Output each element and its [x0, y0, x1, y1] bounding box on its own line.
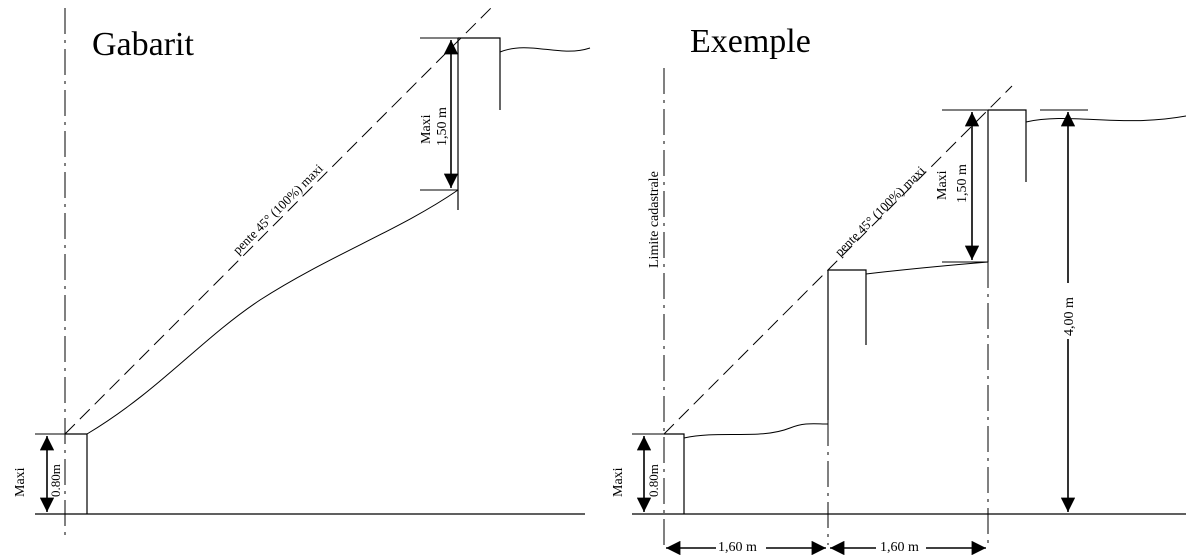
- boundary-label: Limite cadastrale: [647, 171, 662, 268]
- left-bottom-dim-prefix: Maxi: [13, 467, 28, 497]
- gabarit-title: Gabarit: [92, 26, 195, 63]
- gabarit-panel: Gabarit pente 45° (100%) maxi Maxi 1,50 …: [13, 3, 591, 538]
- right-bottom-dim-value: 0.80m: [646, 464, 661, 497]
- right-top-dim-prefix: Maxi: [935, 170, 950, 200]
- left-terrain-curve: [86, 189, 459, 435]
- right-slope-label: pente 45° (100%) maxi: [832, 163, 928, 259]
- width-dim-1-label-bg: [716, 538, 766, 552]
- left-bottom-dim-value: 0.80m: [48, 464, 63, 497]
- height-dim-label-bg: [1058, 283, 1078, 339]
- left-top-dim-value: 1,50 m: [435, 107, 450, 146]
- left-low-wall: [65, 433, 88, 514]
- right-slope-line: [663, 85, 1013, 435]
- right-low-wall: [664, 433, 685, 514]
- left-slope-label: pente 45° (100%) maxi: [230, 161, 326, 257]
- left-upper-wall-top: [458, 37, 501, 110]
- height-dim-value: 4,00 m: [1062, 297, 1077, 336]
- middle-wall-top: [828, 269, 867, 345]
- exemple-title: Exemple: [690, 23, 811, 60]
- width-dim-1-value: 1,60 m: [718, 540, 757, 555]
- width-dim-2-label-bg: [876, 538, 926, 552]
- left-upper-terrain: [499, 47, 591, 53]
- width-dim-2-value: 1,60 m: [880, 540, 919, 555]
- upper-terrain: [1025, 115, 1186, 123]
- right-top-dim-value: 1,50 m: [955, 164, 970, 203]
- right-lower-terrain: [683, 423, 829, 439]
- left-top-dim-prefix: Maxi: [419, 114, 434, 144]
- upper-wall-top: [988, 109, 1027, 182]
- left-slope-line: [64, 3, 496, 435]
- exemple-panel: Exemple Limite cadastrale pente 45° (100…: [611, 23, 1186, 556]
- right-bottom-dim-prefix: Maxi: [611, 467, 626, 497]
- middle-terrain: [865, 261, 989, 275]
